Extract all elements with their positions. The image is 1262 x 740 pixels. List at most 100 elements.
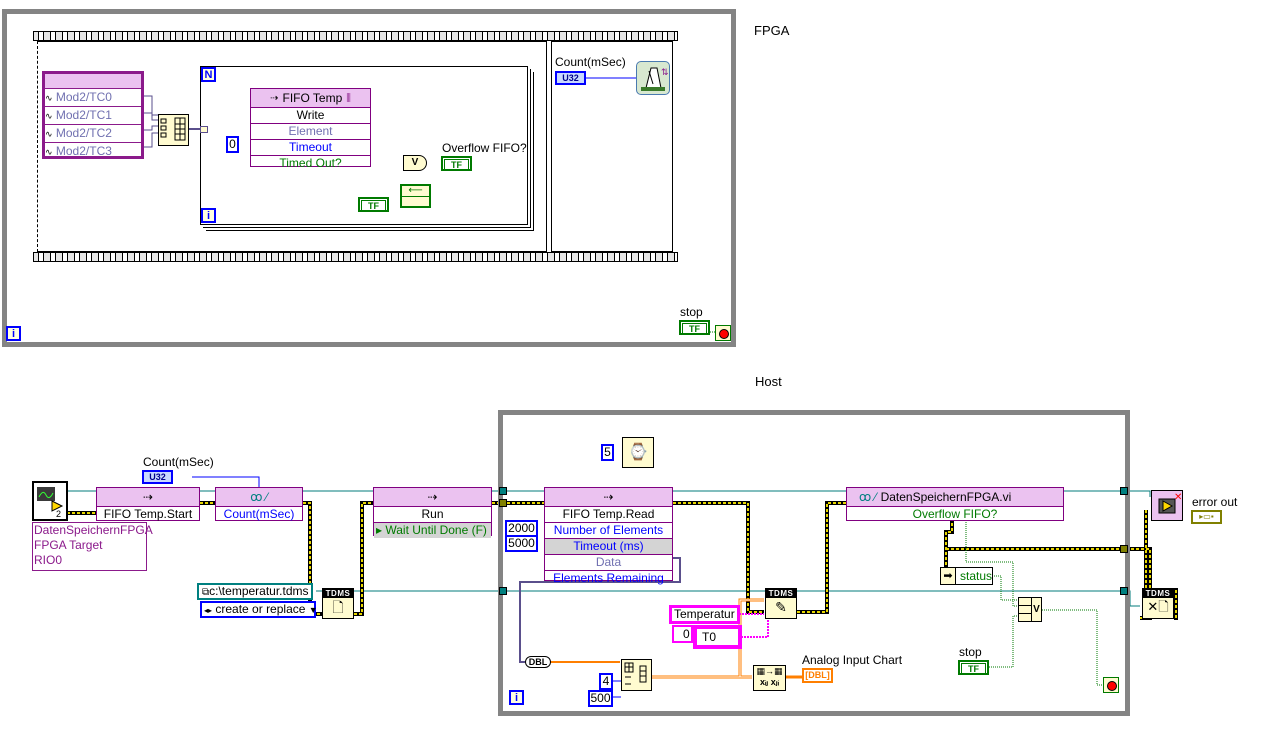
host-loop-condition-stop-icon[interactable] xyxy=(1103,677,1119,693)
run-invoke-arrow-icon: ⇢ xyxy=(374,488,491,507)
tdms-close-icon: ✕🗋 xyxy=(1147,599,1169,614)
host-stop-control[interactable]: TF xyxy=(958,660,989,675)
host-count-label: Count(mSec) xyxy=(143,455,214,469)
fifo-read-timeout[interactable]: Timeout (ms) xyxy=(545,539,672,555)
tick-count-node[interactable]: ⇅ xyxy=(636,61,670,95)
fpga-while-loop[interactable] xyxy=(2,9,736,347)
io-channel-tc2[interactable]: ∿ Mod2/TC2 xyxy=(45,125,141,143)
analog-input-chart-terminal: [DBL] xyxy=(802,668,833,683)
reshape-array-node[interactable] xyxy=(621,659,652,691)
feedback-arrow-icon: ⟵ xyxy=(402,186,429,197)
fifo-write-method[interactable]: Write xyxy=(251,108,370,124)
fpga-io-node[interactable]: ∿ Mod2/TC0 ∿ Mod2/TC1 ∿ Mod2/TC2 ∿ Mod2/… xyxy=(42,71,144,159)
array-tunnel xyxy=(200,126,208,133)
channel-index-control[interactable]: 0 xyxy=(672,625,693,643)
transpose-icon: ▦→▦xᵢⱼ xⱼᵢ xyxy=(756,666,783,687)
svg-text:⇅: ⇅ xyxy=(661,67,669,77)
fpga-count-label: Count(mSec) xyxy=(555,55,626,69)
transpose-array-node[interactable]: ▦→▦xᵢⱼ xⱼᵢ xyxy=(753,665,786,691)
fifo-read-invoke-node[interactable]: ⇢ FIFO Temp.Read Number of Elements Time… xyxy=(544,487,673,585)
fpga-while-iteration-terminal: i xyxy=(6,326,21,341)
overflow-fifo-label: Overflow FIFO? xyxy=(442,141,527,155)
tdms-group-name-constant[interactable]: Temperatur xyxy=(669,605,740,624)
property-glasses-icon: ꝏ ⁄ xyxy=(216,488,302,507)
tdms-operation-enum[interactable]: ◂▸ create or replace ▼ xyxy=(200,601,318,618)
for-loop-iteration-terminal: i xyxy=(201,208,216,223)
property-count-row[interactable]: Count(mSec) xyxy=(223,507,295,521)
close-fpga-reference-node[interactable]: ✕ xyxy=(1151,490,1183,521)
wristwatch-icon: ⌚ xyxy=(628,444,648,461)
tunnel-error-in xyxy=(499,499,507,507)
svg-text:✕: ✕ xyxy=(1174,492,1182,503)
wait-ms-node[interactable]: ⌚ xyxy=(622,437,654,468)
fifo-start-method[interactable]: FIFO Temp.Start xyxy=(103,507,193,521)
close-reference-icon: ✕ xyxy=(1158,492,1182,514)
host-while-loop[interactable] xyxy=(498,410,1130,716)
fifo-read-elements-remaining[interactable]: Elements Remaining xyxy=(553,571,664,585)
fifo-read-method[interactable]: FIFO Temp.Read xyxy=(545,507,672,523)
fpga-count-indicator: U32 xyxy=(555,71,586,85)
for-loop-count-terminal[interactable]: N xyxy=(201,67,216,82)
compound-or-node[interactable]: V xyxy=(1018,597,1042,622)
sequence-frame-2[interactable] xyxy=(551,41,673,252)
unbundle-status-label: status xyxy=(959,569,992,583)
fifo-write-node[interactable]: ⇢FIFO Temp⫼ Write Element Timeout Timed … xyxy=(250,88,371,170)
fifo-write-timed-out-output[interactable]: Timed Out? xyxy=(279,156,342,170)
tdms-channel-name-constant[interactable]: T0 xyxy=(693,625,742,649)
build-array-icon xyxy=(160,117,186,141)
sequence-film-top xyxy=(33,31,678,41)
to-dbl-conversion[interactable]: DBL xyxy=(525,656,551,668)
count-property-node[interactable]: ꝏ ⁄ Count(mSec) xyxy=(215,487,303,521)
host-section-label: Host xyxy=(755,374,782,389)
tdms-write-node[interactable]: TDMS ✎ xyxy=(765,588,797,619)
fpga-stop-control[interactable]: TF xyxy=(679,320,710,335)
run-wait-until-done[interactable]: ▸ Wait Until Done (F) xyxy=(374,523,491,538)
reshape-array-icon xyxy=(624,662,647,685)
readwrite-control-node[interactable]: ꝏ ⁄ DatenSpeichernFPGA.vi Overflow FIFO? xyxy=(846,487,1064,521)
or-gate[interactable]: V xyxy=(403,155,427,171)
fifo-start-invoke-node[interactable]: ⇢ FIFO Temp.Start xyxy=(96,487,200,521)
tunnel-tdms-out xyxy=(1120,587,1128,595)
open-fpga-vi-reference[interactable]: 2 xyxy=(32,481,68,521)
io-channel-tc1[interactable]: ∿ Mod2/TC1 xyxy=(45,107,141,125)
fpga-loop-condition-stop-icon[interactable] xyxy=(715,325,731,341)
io-channel-tc0[interactable]: ∿ Mod2/TC0 xyxy=(45,89,141,107)
tunnel-ref-out xyxy=(1120,487,1128,495)
analog-input-chart-label: Analog Input Chart xyxy=(802,653,903,667)
pencil-icon: ✎ xyxy=(775,599,787,615)
unbundle-status-node[interactable]: ➡ status xyxy=(940,567,993,585)
readwrite-overflow-fifo[interactable]: Overflow FIFO? xyxy=(912,507,998,521)
tdms-close-node[interactable]: TDMS ✕🗋 xyxy=(1142,588,1174,619)
host-while-iteration-terminal: i xyxy=(509,690,524,705)
sequence-film-bottom xyxy=(33,252,678,262)
fifo-write-element-input[interactable]: Element xyxy=(251,124,370,140)
feedback-node[interactable]: ⟵ xyxy=(400,184,431,208)
run-method[interactable]: Run xyxy=(374,507,491,523)
error-out-indicator: ▸▭▪ xyxy=(1191,510,1222,524)
build-array-node[interactable] xyxy=(158,114,189,146)
timeout-constant[interactable]: 0 xyxy=(226,136,239,153)
run-invoke-node[interactable]: ⇢ Run ▸ Wait Until Done (F) xyxy=(373,487,492,538)
io-node-header xyxy=(45,74,141,89)
io-channel-tc3[interactable]: ∿ Mod2/TC3 xyxy=(45,144,112,158)
tdms-open-node[interactable]: TDMS 🗋 xyxy=(322,588,354,619)
fifo-write-timeout-input[interactable]: Timeout xyxy=(251,140,370,156)
wait-ms-constant[interactable]: 5 xyxy=(601,444,614,461)
error-out-label: error out xyxy=(1192,495,1238,509)
reshape-rows-constant[interactable]: 4 xyxy=(599,673,613,690)
metronome-icon: ⇅ xyxy=(641,67,669,91)
fifo-read-data[interactable]: Data xyxy=(545,555,672,571)
fpga-stop-label: stop xyxy=(680,305,703,319)
reshape-cols-constant[interactable]: 500 xyxy=(588,690,613,707)
timeout-ms-constant[interactable]: 5000 xyxy=(505,535,538,552)
fifo-read-number-of-elements[interactable]: Number of Elements xyxy=(545,523,672,539)
fpga-reference-icon: 2 xyxy=(37,487,64,519)
readwrite-header: ꝏ ⁄ DatenSpeichernFPGA.vi xyxy=(847,488,1063,507)
fpga-section-label: FPGA xyxy=(754,23,790,38)
sequence-frame-1[interactable] xyxy=(37,41,547,252)
fifo-read-arrow-icon: ⇢ xyxy=(545,488,672,507)
fifo-write-header: ⇢FIFO Temp⫼ xyxy=(251,89,370,108)
feedback-init-constant[interactable]: TF xyxy=(358,197,389,212)
tdms-open-icon: 🗋 xyxy=(332,599,344,615)
tdms-file-path-constant[interactable]: ⧉c:\temperatur.tdms xyxy=(197,583,313,600)
